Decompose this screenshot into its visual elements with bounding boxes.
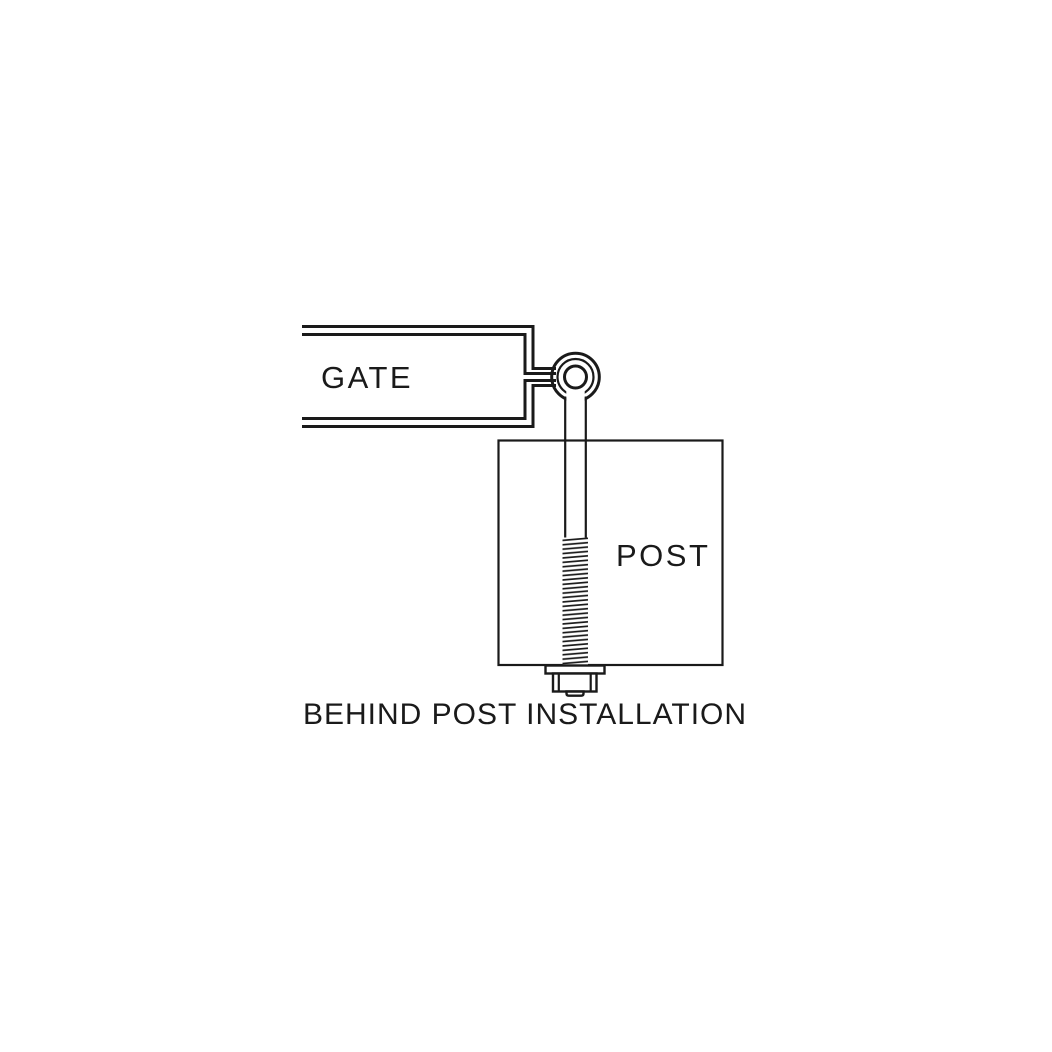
gate-outline-inner-top [302, 333, 556, 375]
eye-bolt-shank [564, 396, 587, 538]
shaft-white-channel [566, 385, 585, 437]
hinge-eye-ring [550, 351, 601, 437]
diagram-caption: BEHIND POST INSTALLATION [303, 698, 747, 731]
washer [544, 664, 606, 675]
gate-outline-outer-top [302, 325, 556, 370]
gate-label: GATE [321, 360, 413, 395]
nut [551, 672, 598, 697]
gate-frame [302, 325, 556, 428]
gate-outline-outer-bottom [302, 384, 556, 428]
bolt-tip [565, 690, 585, 697]
gate-outline-inner-bottom [302, 379, 556, 420]
post-outline [497, 439, 724, 667]
threads-ridges [562, 537, 588, 665]
post-label: POST [616, 538, 710, 573]
eye-ring-pin-hole [563, 364, 588, 390]
threaded-rod [562, 537, 588, 665]
